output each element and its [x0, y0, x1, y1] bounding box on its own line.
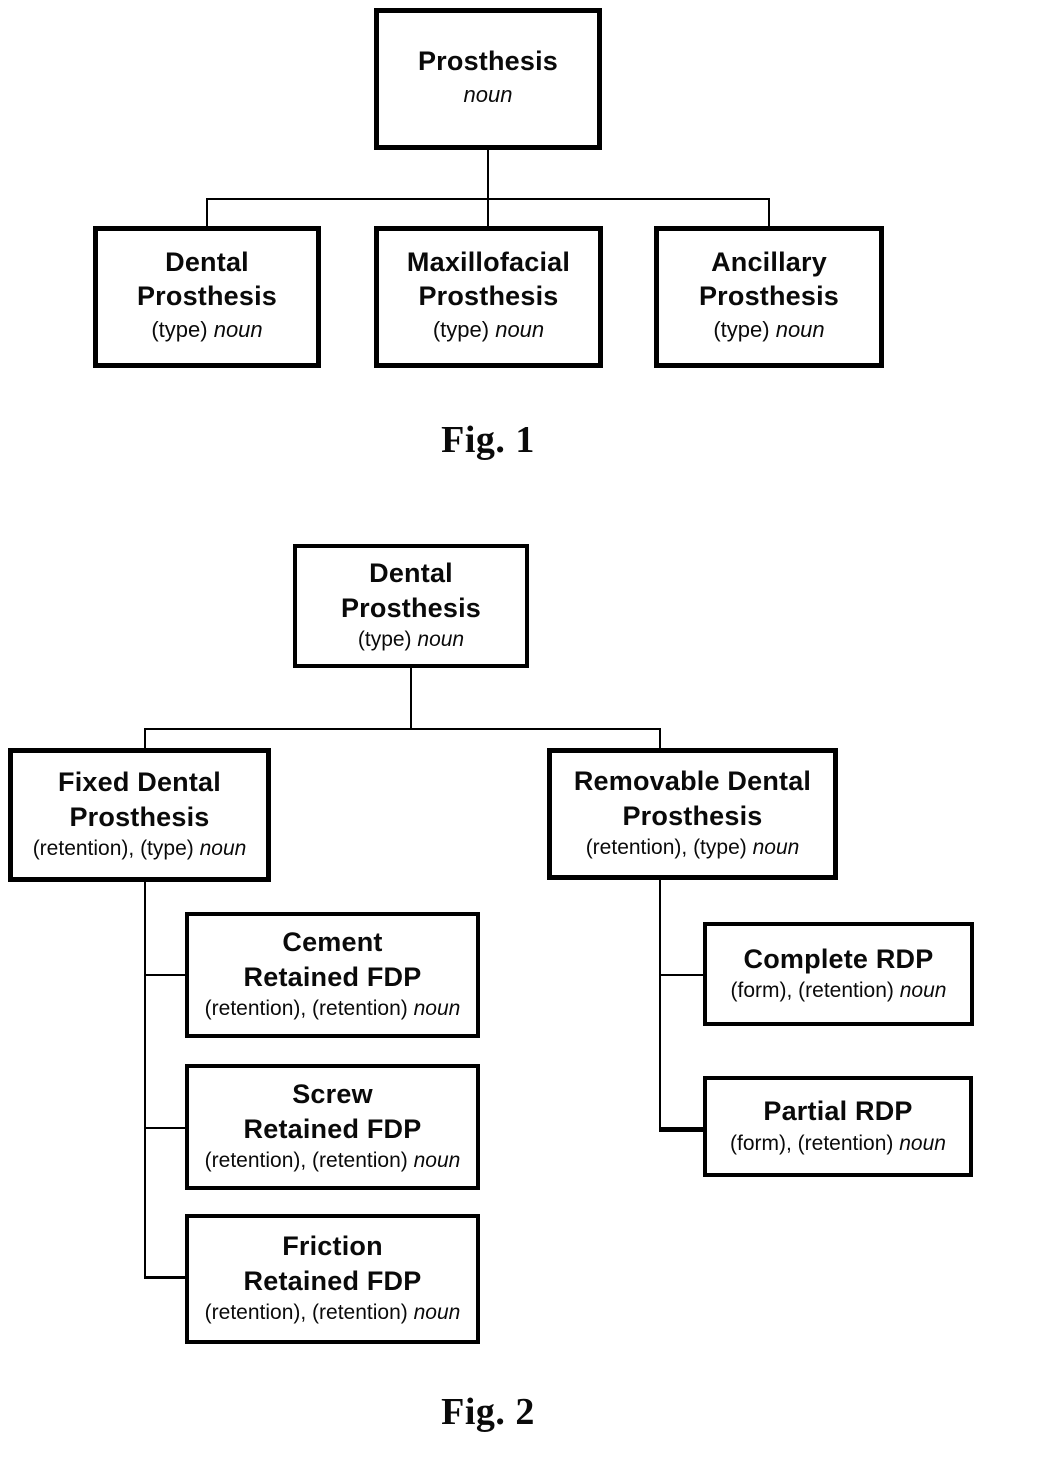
fig2-fixed-spine-line — [144, 882, 146, 1279]
node-prosthesis: Prosthesis noun — [374, 8, 602, 150]
node-qualifier: (form), (retention) — [730, 1131, 900, 1155]
node-note: (retention), (retention) noun — [205, 996, 461, 1022]
node-qualifier: (type) — [432, 316, 496, 342]
node-part-of-speech: noun — [495, 316, 545, 342]
node-note: noun — [464, 81, 513, 109]
node-ancillary-prosthesis: Ancillary Prosthesis (type) noun — [654, 226, 884, 368]
node-title: Friction Retained FDP — [243, 1231, 422, 1296]
node-note: (form), (retention) noun — [730, 1131, 946, 1157]
node-complete-rdp: Complete RDP (form), (retention) noun — [703, 922, 974, 1026]
node-part-of-speech: noun — [752, 836, 800, 860]
node-maxillofacial-prosthesis: Maxillofacial Prosthesis (type) noun — [374, 226, 603, 368]
node-part-of-speech: noun — [213, 316, 263, 342]
node-title: Dental Prosthesis — [340, 558, 482, 623]
node-dental-prosthesis: Dental Prosthesis (type) noun — [93, 226, 321, 368]
node-title: Cement Retained FDP — [243, 927, 422, 992]
node-part-of-speech: noun — [413, 1301, 461, 1325]
node-title: Prosthesis — [417, 45, 559, 76]
node-qualifier: (type) — [151, 316, 214, 342]
node-note: (form), (retention) noun — [731, 978, 947, 1004]
node-title: Fixed Dental Prosthesis — [58, 767, 221, 832]
node-part-of-speech: noun — [413, 997, 461, 1021]
fig2-removable-spine-line — [659, 880, 661, 1132]
node-qualifier: (retention), (retention) — [204, 1149, 414, 1173]
node-note: (retention), (retention) noun — [205, 1300, 461, 1326]
fig1-drop-right-line — [768, 198, 770, 228]
fig2-root-connector-line — [410, 668, 412, 730]
node-title: Ancillary Prosthesis — [698, 246, 840, 312]
node-part-of-speech: noun — [199, 837, 247, 861]
node-title: Dental Prosthesis — [136, 246, 278, 312]
node-part-of-speech: noun — [899, 1131, 946, 1155]
fig2-drop-right-line — [659, 728, 661, 750]
node-note: (type) noun — [713, 316, 824, 344]
node-qualifier: (form), (retention) — [730, 979, 900, 1003]
node-qualifier: (retention), (type) — [32, 837, 200, 861]
fig1-caption: Fig. 1 — [441, 419, 535, 461]
node-qualifier: (type) — [357, 628, 418, 652]
node-cement-retained-fdp: Cement Retained FDP (retention), (retent… — [185, 912, 480, 1038]
node-qualifier: (retention), (retention) — [204, 1301, 414, 1325]
node-note: (retention), (retention) noun — [205, 1148, 461, 1174]
fig1-root-connector-line — [487, 150, 489, 199]
fig2-friction-stub-line — [144, 1276, 186, 1279]
node-screw-retained-fdp: Screw Retained FDP (retention), (retenti… — [185, 1064, 480, 1190]
node-qualifier: (retention), (type) — [585, 836, 753, 860]
node-partial-rdp: Partial RDP (form), (retention) noun — [703, 1076, 973, 1177]
node-part-of-speech: noun — [417, 628, 465, 652]
fig1-drop-middle-line — [487, 198, 489, 228]
node-title: Removable Dental Prosthesis — [573, 766, 812, 831]
node-part-of-speech: noun — [775, 316, 825, 342]
node-part-of-speech: noun — [463, 81, 513, 107]
node-qualifier: (retention), (retention) — [204, 997, 414, 1021]
node-title: Complete RDP — [743, 943, 934, 974]
node-note: (retention), (type) noun — [586, 835, 800, 861]
fig2-complete-stub-line — [659, 974, 704, 976]
node-note: (type) noun — [433, 316, 544, 344]
node-title: Partial RDP — [763, 1096, 913, 1127]
node-note: (retention), (type) noun — [33, 836, 247, 862]
fig2-caption: Fig. 2 — [441, 1391, 535, 1433]
fig1-drop-left-line — [206, 198, 208, 228]
fig2-cement-stub-line — [144, 974, 186, 976]
node-note: (type) noun — [151, 316, 262, 344]
fig2-partial-stub-line — [659, 1127, 705, 1132]
fig2-drop-left-line — [144, 728, 146, 750]
node-title: Maxillofacial Prosthesis — [406, 246, 571, 312]
node-removable-dental-prosthesis: Removable Dental Prosthesis (retention),… — [547, 748, 838, 880]
node-part-of-speech: noun — [899, 979, 947, 1003]
node-qualifier: (type) — [713, 316, 776, 342]
node-title: Screw Retained FDP — [243, 1079, 422, 1144]
node-friction-retained-fdp: Friction Retained FDP (retention), (rete… — [185, 1214, 480, 1344]
fig2-horizontal-connector-line — [144, 728, 661, 730]
node-fig2-dental-prosthesis: Dental Prosthesis (type) noun — [293, 544, 529, 668]
node-fixed-dental-prosthesis: Fixed Dental Prosthesis (retention), (ty… — [8, 748, 271, 882]
node-part-of-speech: noun — [413, 1149, 461, 1173]
node-note: (type) noun — [358, 627, 464, 653]
fig2-screw-stub-line — [144, 1127, 186, 1129]
